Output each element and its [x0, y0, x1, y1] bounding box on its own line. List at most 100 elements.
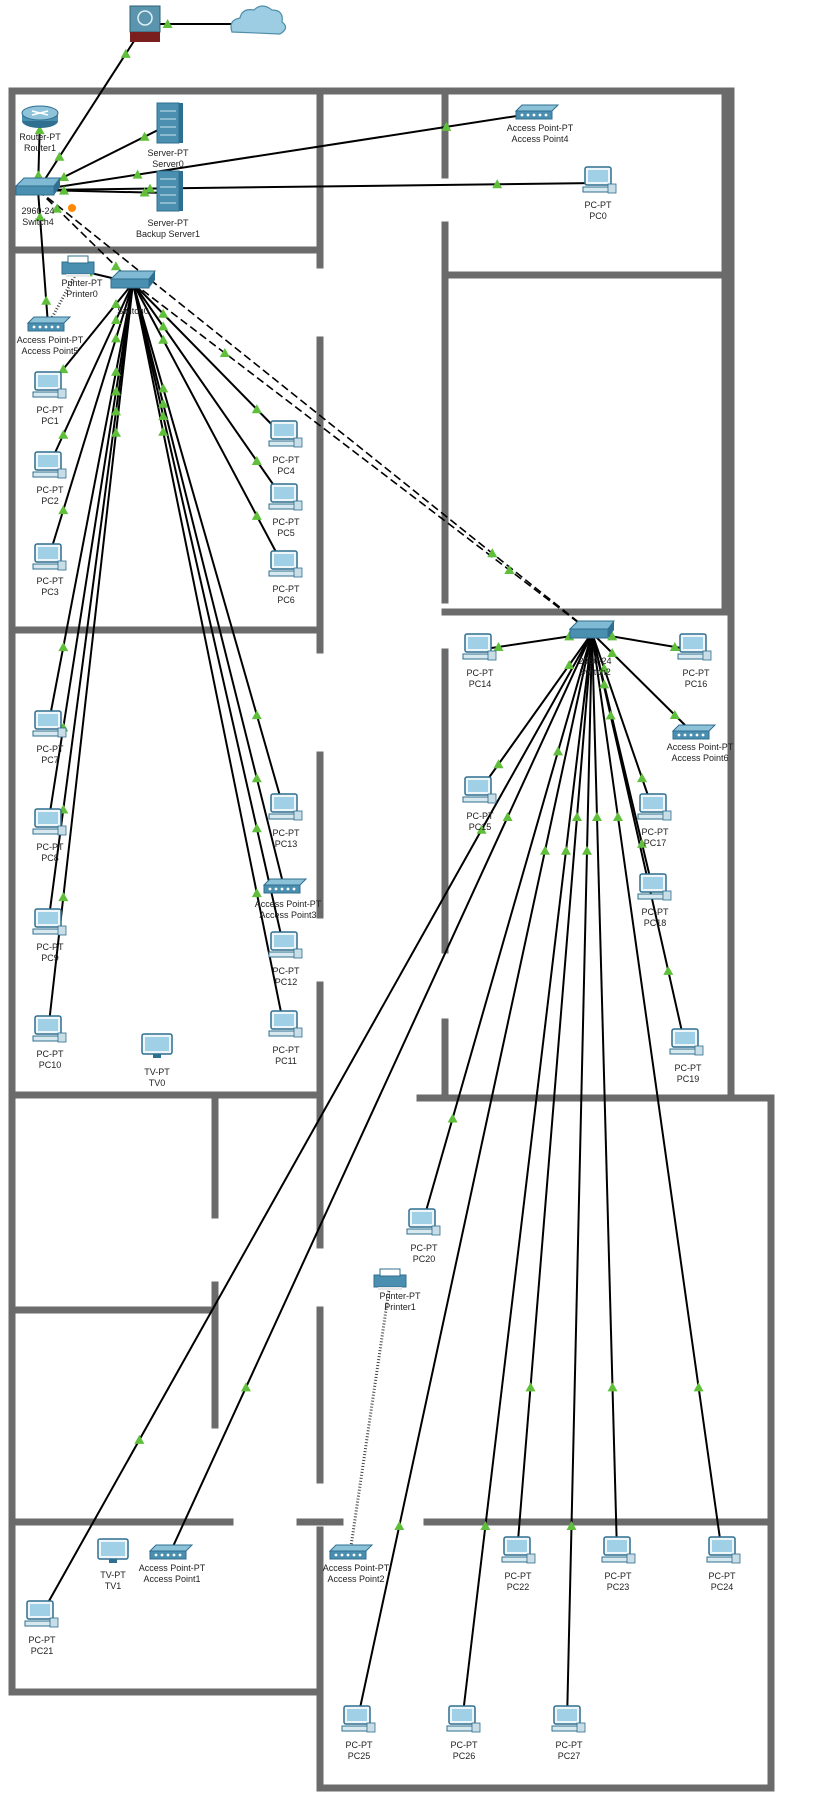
pc-pc23-icon[interactable]	[601, 1536, 636, 1564]
pc-pc26-icon[interactable]	[446, 1705, 481, 1733]
pc-pc20-icon[interactable]	[406, 1208, 441, 1236]
pc-pc14-icon[interactable]	[462, 633, 497, 661]
pc-pc3-icon[interactable]	[32, 543, 67, 571]
pc-pc24-icon[interactable]	[706, 1536, 741, 1564]
link-switch0-switch2[interactable]	[132, 282, 593, 634]
switch-switch2-icon[interactable]	[568, 620, 615, 639]
server-backup_server1-icon[interactable]	[156, 170, 183, 212]
pc-pc11-icon[interactable]	[268, 1010, 303, 1038]
pc-pc21-icon[interactable]	[24, 1600, 59, 1628]
link-switch0-pc12[interactable]	[132, 282, 285, 949]
link-switch0-pc10[interactable]	[47, 282, 134, 1033]
link-switch2-pc21[interactable]	[39, 632, 593, 1618]
link-up-indicator	[111, 333, 121, 343]
pc-pc8-icon[interactable]	[32, 808, 67, 836]
link-up-indicator	[34, 125, 45, 135]
pc-pc9-icon[interactable]	[32, 908, 67, 936]
pc-pc17-icon[interactable]	[637, 793, 672, 821]
device-model-label: PC-PT	[29, 1635, 57, 1645]
tv-tv1-icon[interactable]	[97, 1538, 129, 1563]
device-model-label: PC-PT	[346, 1740, 374, 1750]
router-router1-icon[interactable]	[21, 105, 59, 128]
link-switch2-ap1[interactable]	[169, 632, 593, 1554]
device-model-label: PC-PT	[273, 828, 301, 838]
pc-pc1-icon[interactable]	[32, 371, 67, 399]
device-name-label: Printer1	[384, 1302, 416, 1312]
access-point-ap2-icon[interactable]	[328, 1544, 374, 1560]
link-up-indicator	[134, 1434, 145, 1444]
access-point-ap4-icon[interactable]	[514, 104, 560, 120]
printer-printer0-icon[interactable]	[61, 255, 95, 277]
device-name-label: PC12	[275, 977, 298, 987]
device-model-label: Printer-PT	[379, 1291, 421, 1301]
link-switch4-pc0[interactable]	[37, 182, 599, 191]
link-switch0-pc11[interactable]	[132, 282, 285, 1028]
device-model-label: PC-PT	[37, 744, 65, 754]
tv-tv0-icon[interactable]	[141, 1033, 173, 1058]
link-switch4-ap4[interactable]	[37, 112, 537, 191]
link-ap2-printer1[interactable]	[348, 1282, 392, 1554]
switch-switch0-icon[interactable]	[109, 270, 156, 289]
link-up-indicator	[504, 565, 515, 574]
link-switch4-switch2[interactable]	[37, 189, 593, 634]
pc-pc25-icon[interactable]	[341, 1705, 376, 1733]
pc-pc22-icon[interactable]	[501, 1536, 536, 1564]
device-name-label: PC17	[644, 838, 667, 848]
link-up-indicator	[582, 845, 592, 855]
link-switch2-pc24[interactable]	[591, 632, 723, 1554]
link-up-indicator	[139, 187, 150, 197]
pc-pc4-icon[interactable]	[268, 420, 303, 448]
link-switch2-pc27[interactable]	[566, 632, 593, 1723]
link-up-indicator	[35, 212, 45, 221]
link-switch0-pc13[interactable]	[132, 282, 285, 811]
device-name-label: Server0	[152, 159, 184, 169]
switch-switch4-icon[interactable]	[14, 177, 61, 196]
device-name-label: PC23	[607, 1582, 630, 1592]
access-point-ap6-icon[interactable]	[671, 724, 717, 740]
device-model-label: PC-PT	[709, 1571, 737, 1581]
device-model-label: PC-PT	[642, 827, 670, 837]
firewall-firewall-icon[interactable]	[129, 5, 161, 42]
device-model-label: 2960-24	[21, 206, 54, 216]
pc-pc10-icon[interactable]	[32, 1015, 67, 1043]
link-switch2-pc22[interactable]	[516, 632, 593, 1554]
pc-pc2-icon[interactable]	[32, 451, 67, 479]
link-switch0-pc9[interactable]	[47, 282, 134, 926]
link-switch2-pc19[interactable]	[591, 632, 686, 1046]
server-server0-icon[interactable]	[156, 102, 183, 144]
link-up-indicator	[158, 398, 169, 408]
access-point-ap1-icon[interactable]	[148, 1544, 194, 1560]
pc-pc7-icon[interactable]	[32, 710, 67, 738]
link-switch2-pc25[interactable]	[356, 632, 593, 1723]
link-switch4-firewall[interactable]	[37, 23, 146, 191]
device-model-label: Access Point-PT	[323, 1563, 390, 1573]
link-up-indicator	[669, 710, 680, 719]
device-model-label: PC-PT	[451, 1740, 479, 1750]
link-switch2-pc26[interactable]	[461, 632, 593, 1723]
link-switch0-ap3[interactable]	[132, 282, 285, 888]
access-point-ap5-icon[interactable]	[26, 316, 72, 332]
device-name-label: PC10	[39, 1060, 62, 1070]
link-up-indicator	[158, 321, 169, 331]
pc-pc16-icon[interactable]	[677, 633, 712, 661]
pc-pc5-icon[interactable]	[268, 483, 303, 511]
pc-pc13-icon[interactable]	[268, 793, 303, 821]
device-name-label: Router1	[24, 143, 56, 153]
pc-pc0-icon[interactable]	[582, 166, 617, 194]
pc-pc12-icon[interactable]	[268, 931, 303, 959]
link-switch0-pc7[interactable]	[47, 282, 134, 728]
link-switch2-pc20[interactable]	[421, 632, 593, 1226]
link-up-indicator	[59, 172, 69, 181]
access-point-ap3-icon[interactable]	[262, 878, 308, 894]
pc-pc18-icon[interactable]	[637, 873, 672, 901]
link-switch2-pc23[interactable]	[591, 632, 618, 1554]
pc-pc19-icon[interactable]	[669, 1028, 704, 1056]
device-name-label: Printer0	[66, 289, 98, 299]
device-name-label: PC21	[31, 1646, 54, 1656]
printer-printer1-icon[interactable]	[373, 1268, 407, 1290]
pc-pc15-icon[interactable]	[462, 776, 497, 804]
cloud-internet-icon[interactable]	[230, 5, 287, 35]
pc-pc6-icon[interactable]	[268, 550, 303, 578]
pc-pc27-icon[interactable]	[551, 1705, 586, 1733]
